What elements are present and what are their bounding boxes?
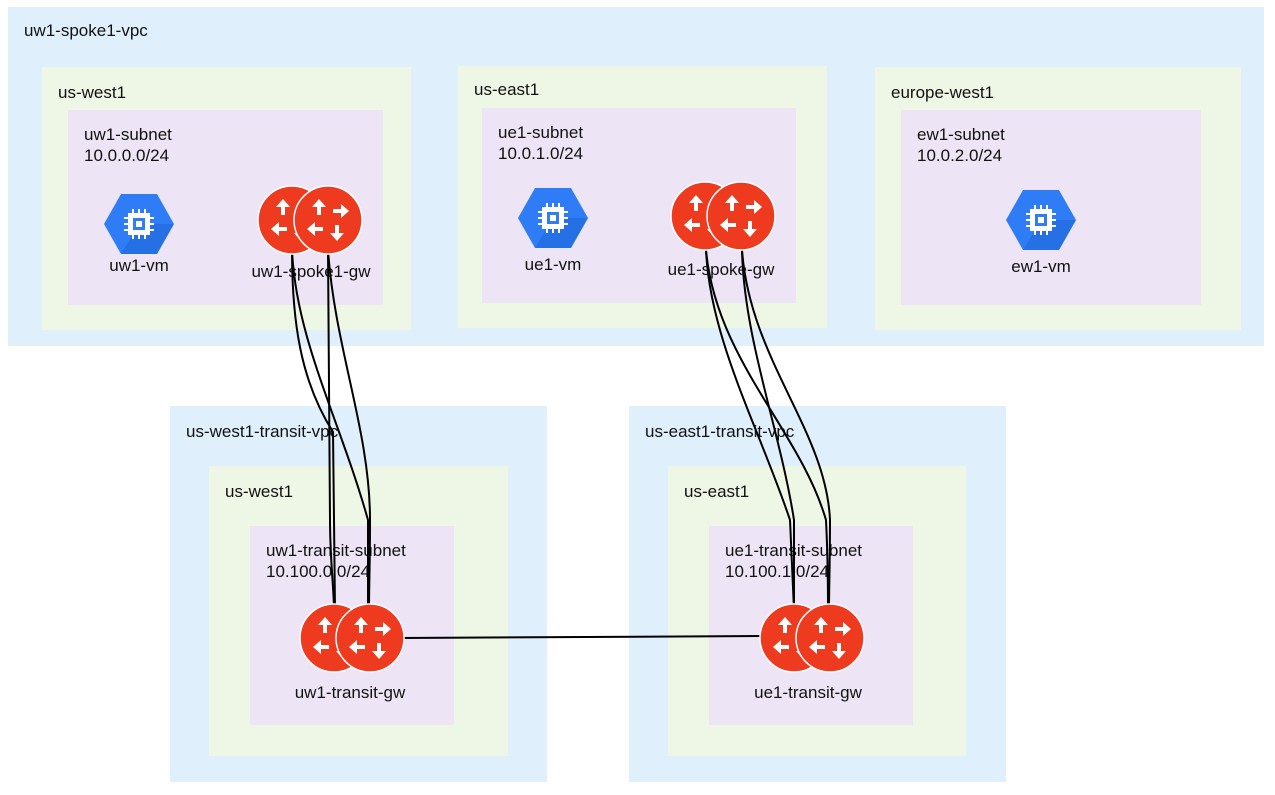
subnet-ue1-name: ue1-subnet [498, 123, 584, 142]
compute-engine-icon [1006, 190, 1076, 250]
tunnel-link [327, 249, 335, 611]
transit-east-vpc-label: us-east1-transit-vpc [645, 422, 795, 441]
transit-region-us-west1-label: us-west1 [225, 482, 294, 501]
uw1-vm-label: uw1-vm [109, 256, 169, 275]
uw1-transit-gw-label: uw1-transit-gw [294, 683, 406, 702]
transit-region-us-east1-label: us-east1 [684, 482, 750, 501]
region-europe-west1-label: europe-west1 [891, 83, 995, 102]
region-us-east1-label: us-east1 [474, 80, 540, 99]
router-icon [257, 185, 363, 255]
transit-west-vpc-label: us-west1-transit-vpc [186, 422, 339, 441]
subnet-uw1-name: uw1-subnet [84, 125, 172, 144]
subnet-uw1-transit-cidr: 10.100.0.0/24 [266, 562, 370, 581]
compute-engine-icon [104, 194, 174, 254]
ew1-vm-label: ew1-vm [1011, 257, 1071, 276]
router-icon [299, 603, 405, 673]
tunnel-link [741, 249, 832, 611]
ue1-vm-label: ue1-vm [524, 255, 582, 274]
tunnel-link [705, 249, 829, 611]
subnet-ue1-label: ue1-subnet 10.0.1.0/24 [498, 122, 583, 164]
subnet-uw1-cidr: 10.0.0.0/24 [84, 146, 170, 165]
router-icon [670, 181, 776, 251]
spoke-vpc-label: uw1-spoke1-vpc [24, 21, 148, 40]
tunnel-link [291, 249, 370, 610]
uw1-spoke1-gw-label: uw1-spoke1-gw [251, 262, 371, 281]
ue1-transit-gw-label: ue1-transit-gw [754, 683, 862, 702]
subnet-ew1-name: ew1-subnet [917, 125, 1005, 144]
subnet-uw1-label: uw1-subnet 10.0.0.0/24 [84, 124, 172, 166]
subnet-uw1-transit-label: uw1-transit-subnet 10.100.0.0/24 [266, 540, 406, 582]
subnet-uw1-transit-name: uw1-transit-subnet [266, 541, 406, 560]
compute-engine-icon [518, 188, 588, 248]
ue1-spoke-gw-label: ue1-spoke-gw [667, 260, 775, 279]
tunnel-link [741, 249, 796, 610]
tunnel-link [399, 635, 766, 639]
tunnel-link [291, 249, 336, 611]
subnet-ew1-label: ew1-subnet 10.0.2.0/24 [917, 124, 1005, 166]
subnet-ew1-cidr: 10.0.2.0/24 [917, 146, 1003, 165]
region-us-west1-label: us-west1 [58, 83, 127, 102]
router-icon [759, 603, 865, 673]
tunnel-link [705, 249, 795, 611]
tunnel-link [327, 249, 372, 611]
subnet-ue1-cidr: 10.0.1.0/24 [498, 144, 584, 163]
subnet-ue1-transit-cidr: 10.100.1.0/24 [725, 562, 829, 581]
